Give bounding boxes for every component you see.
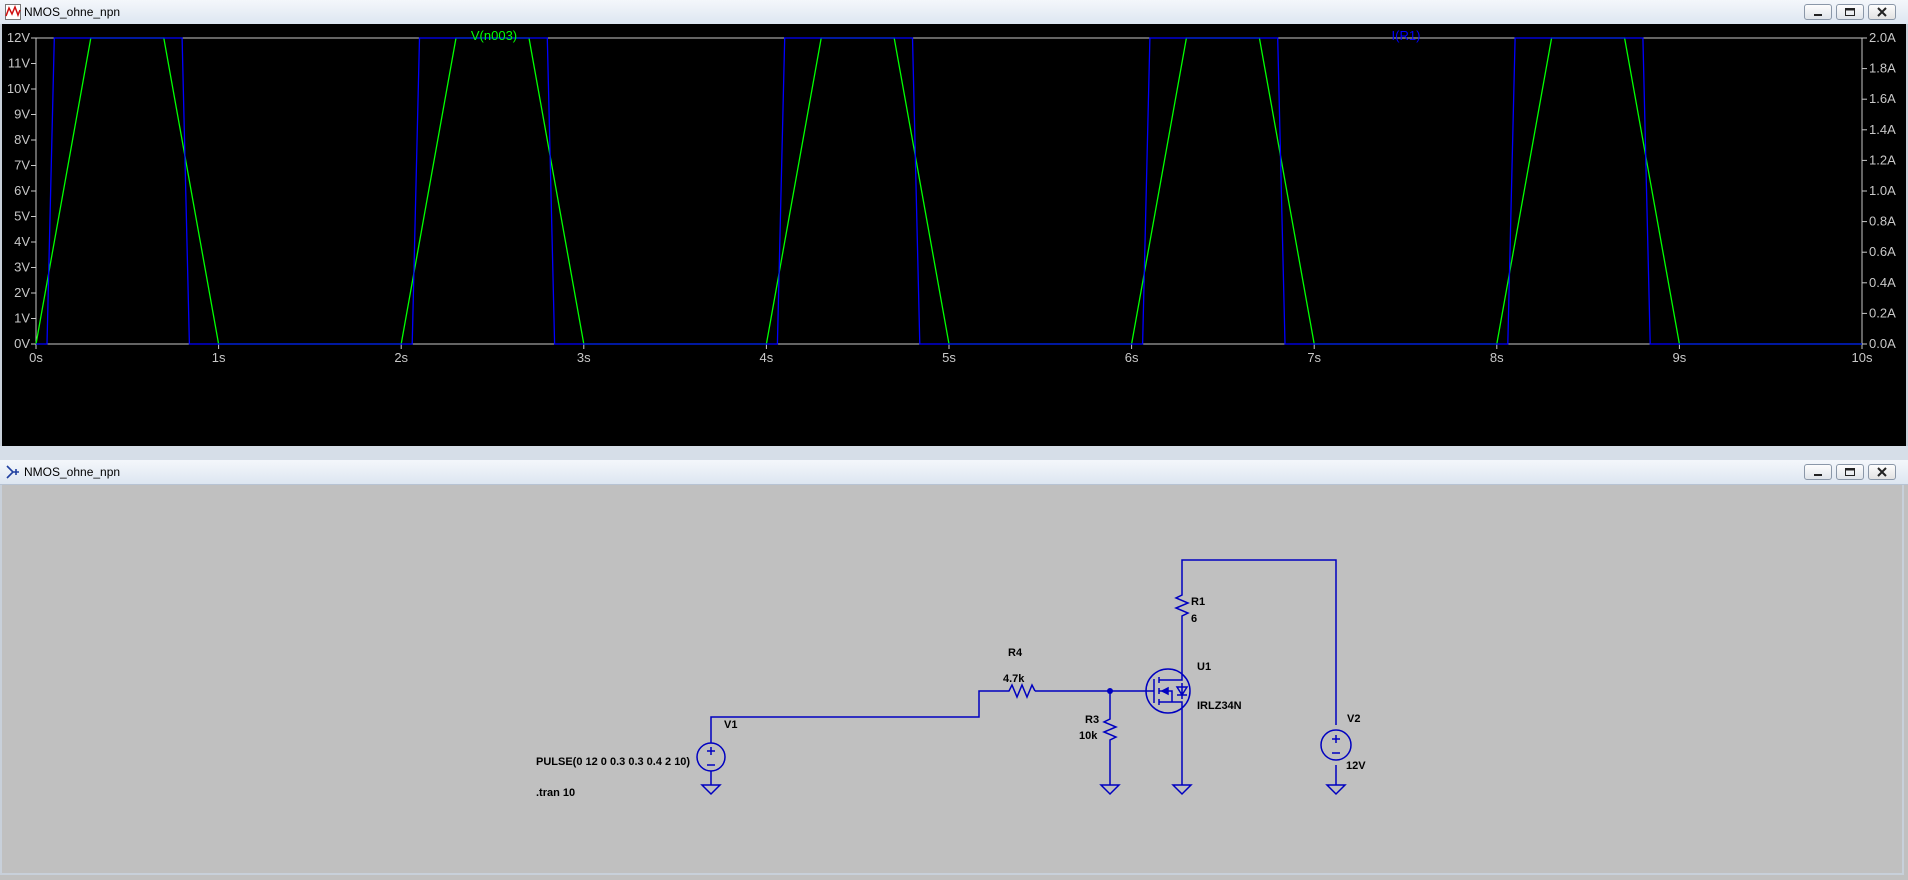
trace-label-ir1[interactable]: I(R1): [1392, 28, 1421, 43]
close-button[interactable]: [1868, 4, 1896, 20]
schematic-window[interactable]: NMOS_ohne_npn: [0, 460, 1908, 875]
waveform-icon: [5, 4, 21, 20]
y-right-tick-label: 0.4A: [1869, 275, 1896, 290]
maximize-button[interactable]: [1836, 4, 1864, 20]
y-left-tick-label: 6V: [14, 183, 30, 198]
r3-name[interactable]: R3: [1085, 714, 1099, 726]
y-left-tick-label: 0V: [14, 336, 30, 351]
junction-dot: [1107, 688, 1113, 694]
close-button[interactable]: [1868, 464, 1896, 480]
trace-label-vn003[interactable]: V(n003): [471, 28, 517, 43]
chart-traces: [35, 37, 1862, 345]
maximize-icon: [1845, 8, 1855, 16]
y-right-tick-label: 1.0A: [1869, 183, 1896, 198]
ground-icon[interactable]: [700, 784, 722, 796]
r4-value[interactable]: 4.7k: [1003, 673, 1025, 685]
y-left-tick-label: 10V: [7, 81, 30, 96]
chart-ticks: 0s 1s 2s 3s 4s 5s 6s 7s 8s 9s 10s 0V 1V 2V 3V 4V 5V 6V 7V 8…: [7, 30, 1896, 365]
series-line-v-n003-: [35, 37, 1862, 345]
resistor-r4-icon[interactable]: [1002, 683, 1036, 699]
waveform-window[interactable]: NMOS_ohne_npn 0s 1s 2s 3s 4s 5s 6s 7s 8s 9s 10s 0V 1…: [0, 0, 1908, 446]
schematic-drawing[interactable]: R1 6 R4 4.7k R3 10k U1 IRLZ34N V1 PULSE(…: [2, 485, 1906, 875]
y-right-tick-label: 2.0A: [1869, 30, 1896, 45]
mosfet-u1-icon[interactable]: [1144, 660, 1191, 725]
ground-icon[interactable]: [1099, 784, 1121, 796]
maximize-icon: [1845, 468, 1855, 476]
y-left-tick-label: 1V: [14, 311, 30, 326]
v1-name[interactable]: V1: [724, 719, 737, 731]
waveform-chart[interactable]: 0s 1s 2s 3s 4s 5s 6s 7s 8s 9s 10s 0V 1V 2V 3V 4V 5V 6V 7V 8…: [2, 24, 1906, 446]
r3-value[interactable]: 10k: [1079, 730, 1098, 742]
y-left-tick-label: 3V: [14, 260, 30, 275]
x-tick-label: 10s: [1852, 350, 1873, 365]
y-right-tick-label: 1.4A: [1869, 122, 1896, 137]
maximize-button[interactable]: [1836, 464, 1864, 480]
chart-axes: [35, 37, 1863, 345]
wire[interactable]: [1181, 559, 1337, 725]
x-tick-label: 6s: [1125, 350, 1139, 365]
schematic-icon: [6, 465, 19, 479]
y-left-tick-label: 5V: [14, 209, 30, 224]
resistor-r3-icon[interactable]: [1102, 711, 1118, 751]
r4-name[interactable]: R4: [1008, 647, 1023, 659]
schematic-titlebar[interactable]: NMOS_ohne_npn: [0, 460, 1908, 485]
v1-value[interactable]: PULSE(0 12 0 0.3 0.3 0.4 2 10): [536, 756, 690, 768]
close-icon: [1877, 7, 1887, 17]
y-right-tick-label: 1.8A: [1869, 61, 1896, 76]
minimize-button[interactable]: [1804, 464, 1832, 480]
y-left-tick-label: 4V: [14, 234, 30, 249]
y-right-tick-label: 0.6A: [1869, 244, 1896, 259]
r1-name[interactable]: R1: [1191, 596, 1205, 608]
voltage-source-v2-icon[interactable]: [1320, 729, 1352, 761]
voltage-source-v1-icon[interactable]: [696, 742, 726, 772]
close-icon: [1877, 467, 1887, 477]
y-left-tick-label: 7V: [14, 158, 30, 173]
wire[interactable]: [710, 690, 1002, 743]
y-right-tick-label: 0.8A: [1869, 214, 1896, 229]
y-right-tick-label: 0.0A: [1869, 336, 1896, 351]
ground-icon[interactable]: [1325, 784, 1347, 796]
x-tick-label: 5s: [942, 350, 956, 365]
plot-frame: [35, 37, 1863, 345]
x-tick-label: 1s: [212, 350, 226, 365]
ground-icon[interactable]: [1171, 784, 1193, 796]
r1-value[interactable]: 6: [1191, 613, 1197, 625]
waveform-plot-area[interactable]: 0s 1s 2s 3s 4s 5s 6s 7s 8s 9s 10s 0V 1V 2V 3V 4V 5V 6V 7V 8…: [0, 24, 1908, 446]
x-tick-label: 7s: [1307, 350, 1321, 365]
x-tick-label: 4s: [760, 350, 774, 365]
tran-directive[interactable]: .tran 10: [536, 787, 575, 799]
schematic-window-title: NMOS_ohne_npn: [24, 465, 121, 479]
x-tick-label: 0s: [29, 350, 43, 365]
minimize-icon: [1814, 14, 1822, 16]
y-left-tick-label: 12V: [7, 30, 30, 45]
y-right-tick-label: 0.2A: [1869, 305, 1896, 320]
v2-name[interactable]: V2: [1347, 713, 1360, 725]
u1-name[interactable]: U1: [1197, 661, 1211, 673]
x-tick-label: 2s: [394, 350, 408, 365]
waveform-titlebar[interactable]: NMOS_ohne_npn: [0, 0, 1908, 25]
series-line-i-r1-: [36, 37, 1862, 345]
u1-value[interactable]: IRLZ34N: [1197, 700, 1242, 712]
y-right-tick-label: 1.6A: [1869, 91, 1896, 106]
v2-value[interactable]: 12V: [1346, 760, 1366, 772]
y-left-tick-label: 8V: [14, 132, 30, 147]
y-left-tick-label: 2V: [14, 285, 30, 300]
y-left-tick-label: 11V: [8, 56, 30, 71]
x-tick-label: 8s: [1490, 350, 1504, 365]
waveform-window-title: NMOS_ohne_npn: [24, 5, 121, 19]
y-right-tick-label: 1.2A: [1869, 152, 1896, 167]
y-left-tick-label: 9V: [14, 107, 30, 122]
x-tick-label: 9s: [1673, 350, 1687, 365]
window-gap: [0, 446, 1908, 460]
x-tick-label: 3s: [577, 350, 591, 365]
minimize-icon: [1814, 474, 1822, 476]
resistor-r1-icon[interactable]: [1174, 583, 1190, 625]
schematic-canvas[interactable]: R1 6 R4 4.7k R3 10k U1 IRLZ34N V1 PULSE(…: [0, 485, 1904, 875]
minimize-button[interactable]: [1804, 4, 1832, 20]
